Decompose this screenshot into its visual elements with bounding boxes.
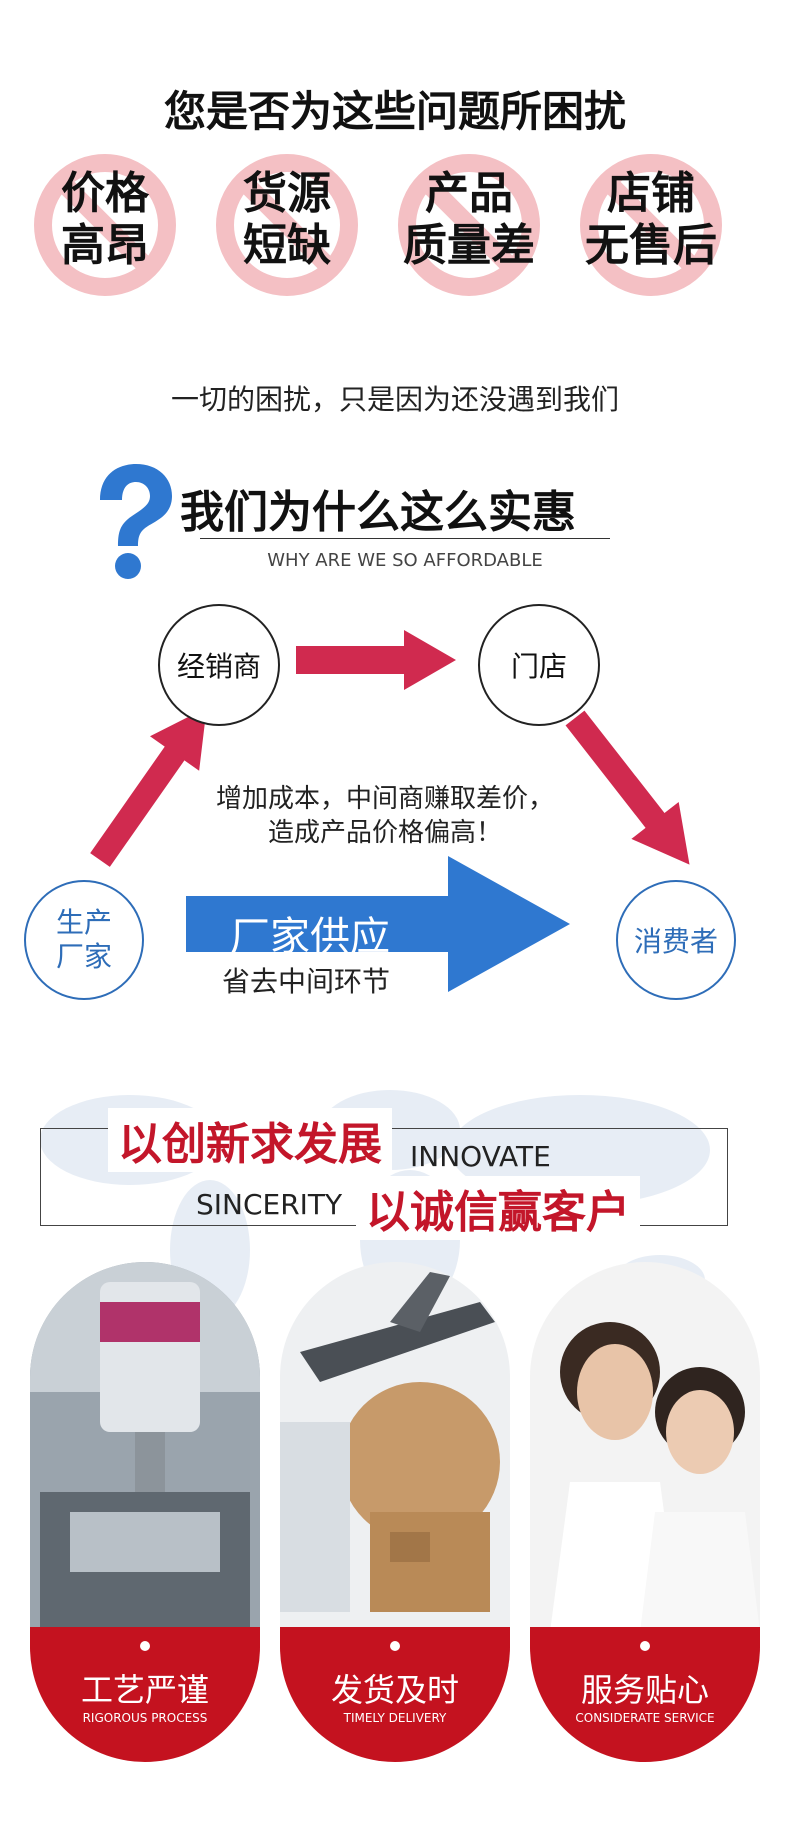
middleman-note: 增加成本，中间商赚取差价， 造成产品价格偏高！ [190, 782, 580, 850]
feature-label-en: RIGOROUS PROCESS [82, 1711, 208, 1725]
prohibit-icon [216, 154, 358, 296]
prohibit-icon [398, 154, 540, 296]
problem-text-line1: 店铺 [607, 168, 695, 219]
problem-badge-aftersales: 店铺无售后 [576, 150, 726, 300]
problem-text-line2: 短缺 [243, 220, 331, 271]
arrow-direct-supply [186, 856, 570, 992]
feature-label-en: TIMELY DELIVERY [343, 1711, 447, 1725]
problem-text-line1: 价格 [61, 168, 149, 219]
feature-card-process: 工艺严谨 RIGOROUS PROCESS [30, 1262, 260, 1762]
problem-text-line2: 高昂 [61, 220, 149, 271]
node-label: 经销商 [176, 650, 261, 683]
problem-badge-quality: 产品质量差 [394, 150, 544, 300]
feature-label-en: CONSIDERATE SERVICE [575, 1711, 715, 1725]
arrow-dealer-to-store [296, 630, 456, 690]
problem-text-line2: 质量差 [403, 220, 535, 271]
feature-card-service: 服务贴心 CONSIDERATE SERVICE [530, 1262, 760, 1762]
dot-icon [140, 1641, 150, 1651]
why-title: 我们为什么这么实惠 [180, 487, 576, 538]
direct-supply-subtitle: 省去中间环节 [222, 965, 391, 998]
node-label: 门店 [510, 650, 567, 683]
slogan-innovate-cn: 以创新求发展 [108, 1108, 392, 1172]
problem-badge-supply: 货源短缺 [212, 150, 362, 300]
why-subtitle: WHY ARE WE SO AFFORDABLE [267, 550, 543, 571]
feature-label: 工艺严谨 [80, 1671, 209, 1709]
arrow-store-to-consumer [565, 710, 690, 865]
logistics-image [280, 1262, 510, 1632]
divider [200, 538, 610, 539]
slogan-innovate-en: INNOVATE [410, 1140, 551, 1173]
dot-icon [640, 1641, 650, 1651]
feature-label: 服务贴心 [580, 1671, 709, 1709]
slogan-sincerity-cn: 以诚信赢客户 [356, 1176, 640, 1240]
node-label: 厂家 [55, 940, 112, 973]
feature-footer: 发货及时 TIMELY DELIVERY [280, 1627, 510, 1762]
problem-text-line2: 无售后 [585, 220, 717, 271]
subtitle: 一切的困扰，只是因为还没遇到我们 [170, 383, 619, 416]
customer-service-image [530, 1262, 760, 1632]
problem-text-line1: 产品 [425, 168, 513, 219]
dot-icon [390, 1641, 400, 1651]
problem-text-line1: 货源 [243, 168, 331, 219]
node-manufacturer: 生产 厂家 [24, 880, 144, 1000]
feature-footer: 服务贴心 CONSIDERATE SERVICE [530, 1627, 760, 1762]
prohibit-icon [580, 154, 722, 296]
prohibit-icon [34, 154, 176, 296]
feature-card-delivery: 发货及时 TIMELY DELIVERY [280, 1262, 510, 1762]
machining-image [30, 1262, 260, 1632]
feature-label: 发货及时 [330, 1671, 459, 1709]
node-store: 门店 [478, 604, 600, 726]
problem-badge-price: 价格高昂 [30, 150, 180, 300]
slogan-sincerity-en: SINCERITY [196, 1188, 343, 1221]
feature-footer: 工艺严谨 RIGOROUS PROCESS [30, 1627, 260, 1762]
arrow-manufacturer-to-dealer [90, 707, 207, 867]
node-label: 消费者 [633, 925, 718, 958]
middleman-note-line1: 增加成本，中间商赚取差价， [215, 784, 554, 814]
middleman-note-line2: 造成产品价格偏高！ [267, 818, 502, 848]
node-dealer: 经销商 [158, 604, 280, 726]
flow-arrows [90, 630, 690, 992]
node-consumer: 消费者 [616, 880, 736, 1000]
node-label: 生产 [55, 906, 112, 939]
direct-supply-title: 厂家供应 [230, 914, 390, 960]
question-mark-icon [100, 464, 172, 579]
page-title: 您是否为这些问题所困扰 [163, 87, 626, 136]
